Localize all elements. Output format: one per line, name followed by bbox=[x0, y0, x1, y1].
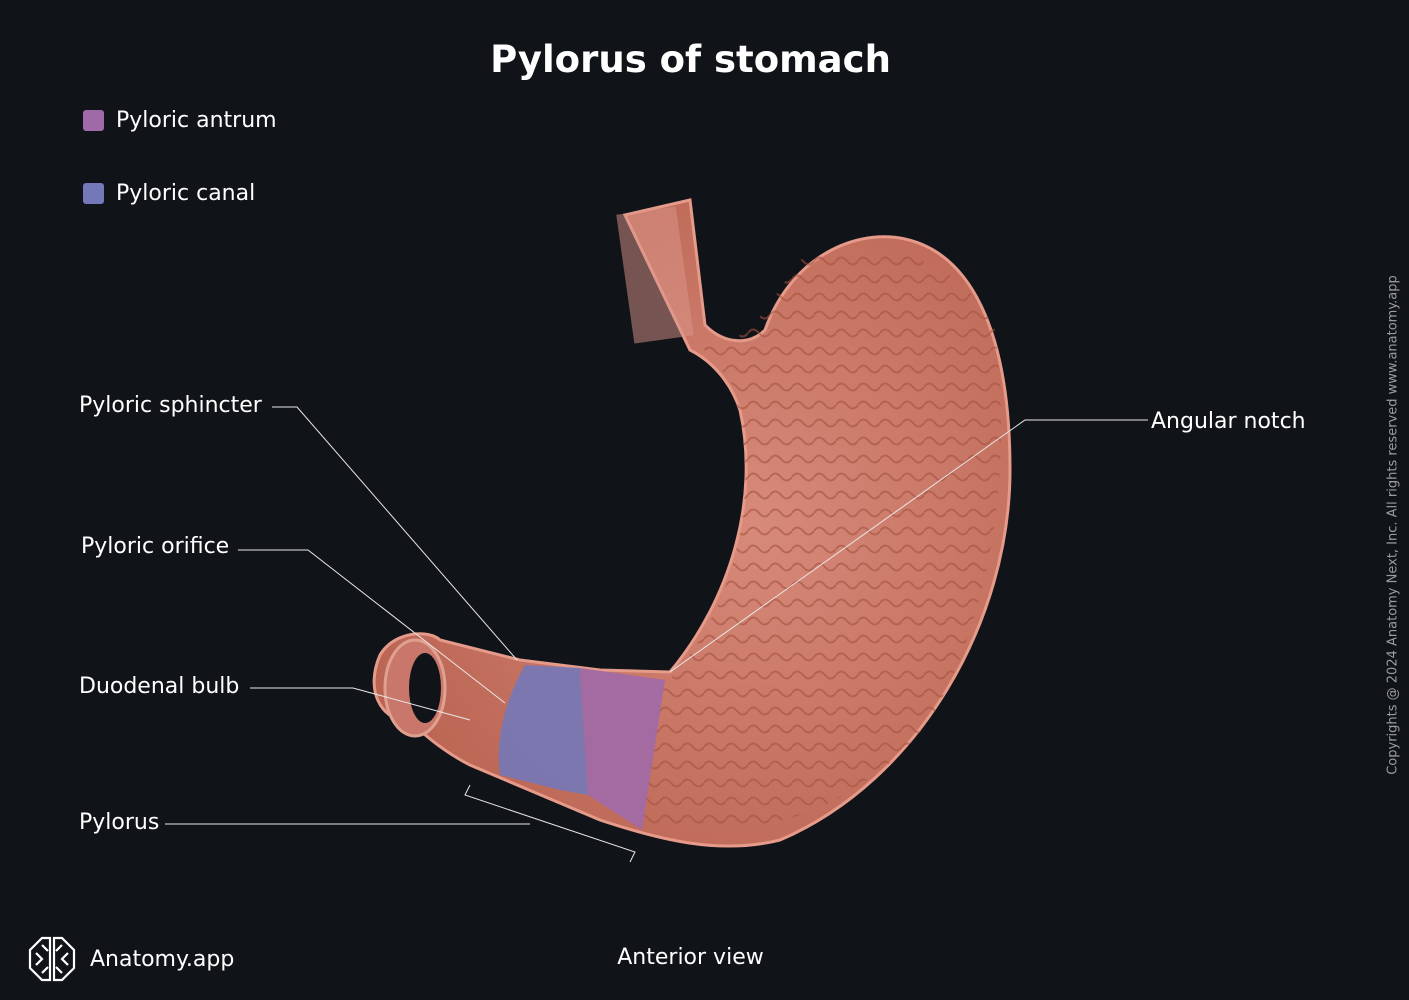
legend-label: Pyloric antrum bbox=[116, 108, 277, 133]
leader-lines bbox=[165, 406, 1148, 863]
brand-logo: Anatomy.app bbox=[26, 935, 234, 983]
label-angular-notch: Angular notch bbox=[1151, 409, 1306, 434]
label-pylorus: Pylorus bbox=[79, 810, 160, 835]
brain-icon bbox=[28, 936, 76, 982]
pyloric-canal-region bbox=[498, 665, 588, 795]
esophagus bbox=[616, 206, 694, 344]
legend-swatch-canal bbox=[83, 183, 104, 204]
view-caption: Anterior view bbox=[617, 945, 764, 970]
legend-item-pyloric-canal: Pyloric canal bbox=[83, 181, 255, 206]
legend-label: Pyloric canal bbox=[116, 181, 256, 206]
pyloric-antrum-region bbox=[580, 668, 665, 830]
copyright-notice: Copyrights @ 2024 Anatomy Next, Inc. All… bbox=[1385, 275, 1401, 775]
gastric-rugae bbox=[640, 248, 1002, 831]
label-pyloric-sphincter: Pyloric sphincter bbox=[79, 393, 262, 418]
legend-item-pyloric-antrum: Pyloric antrum bbox=[83, 108, 277, 133]
pylorus-bracket bbox=[464, 784, 636, 863]
brand-name: Anatomy.app bbox=[90, 946, 235, 972]
duodenal-lumen bbox=[409, 653, 441, 723]
label-pyloric-orifice: Pyloric orifice bbox=[81, 534, 230, 559]
page-title: Pylorus of stomach bbox=[490, 38, 891, 81]
label-duodenal-bulb: Duodenal bulb bbox=[79, 674, 240, 699]
legend-swatch-antrum bbox=[83, 110, 104, 131]
